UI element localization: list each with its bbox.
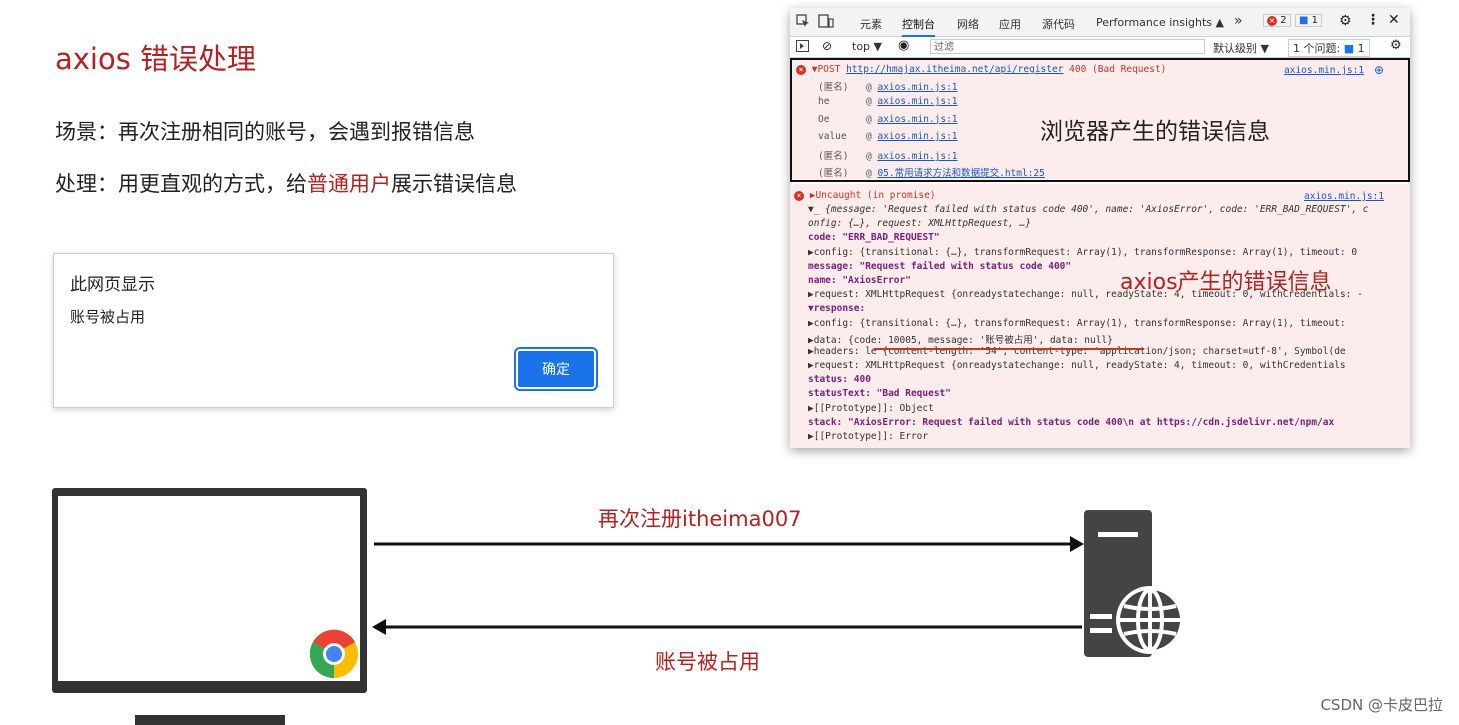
clear-console-icon[interactable]: ⊘: [822, 39, 833, 53]
tab-performance-insights[interactable]: Performance insights ▲: [1096, 16, 1224, 29]
tab-elements[interactable]: 元素: [860, 18, 882, 31]
kebab-menu-icon[interactable]: ⋮: [1366, 12, 1380, 28]
alert-message: 账号被占用: [70, 308, 146, 326]
object-line: stack: "AxiosError: Request failed with …: [808, 416, 1335, 428]
stack-frame: (匿名)@ 05.常用请求方法和数据提交.html:25: [818, 168, 1045, 180]
stack-frame: he@ axios.min.js:1: [818, 96, 958, 108]
alert-dialog: 此网页显示 账号被占用 确定: [53, 253, 614, 408]
object-line: message: "Request failed with status cod…: [808, 260, 1072, 272]
object-line[interactable]: ▶config: {transitional: {…}, transformRe…: [808, 246, 1358, 258]
stack-frame: Oe@ axios.min.js:1: [818, 113, 958, 125]
object-line[interactable]: ▶request: XMLHttpRequest {onreadystatech…: [808, 360, 1346, 372]
arrows: [372, 536, 1084, 635]
filter-input[interactable]: 过滤: [930, 39, 1205, 54]
request-label: 再次注册itheima007: [598, 507, 802, 531]
handle-text-a: 用更直观的方式，给: [118, 172, 307, 196]
globe-icon: [1090, 580, 1190, 659]
response-arrowhead: [372, 619, 386, 635]
object-line[interactable]: ▶[[Prototype]]: Object: [808, 402, 934, 414]
uncaught-head[interactable]: ▶Uncaught (in promise): [809, 190, 936, 201]
browser-error-annotation: 浏览器产生的错误信息: [1040, 119, 1270, 145]
object-line: onfig: {…}, request: XMLHttpRequest, …}: [808, 218, 1032, 230]
issue-icon: ■: [1343, 42, 1355, 55]
error-icon: ×: [1267, 16, 1277, 26]
error-count-badge[interactable]: × 2: [1263, 14, 1291, 27]
object-line: statusText: "Bad Request": [808, 388, 951, 400]
log-level-dropdown[interactable]: 默认级别 ▼: [1213, 42, 1269, 55]
device-toggle-icon[interactable]: [818, 14, 834, 31]
data-underline: [874, 348, 1144, 350]
tab-sources[interactable]: 源代码: [1042, 18, 1075, 31]
issues-button[interactable]: 1 个问题: ■ 1: [1288, 39, 1370, 57]
chrome-logo-icon: [308, 628, 360, 680]
handle-prefix: 处理：: [55, 172, 118, 196]
stack-frame: value@ axios.min.js:1: [818, 130, 958, 142]
tab-network[interactable]: 网络: [957, 18, 979, 31]
network-error-entry: × ▼POST http://hmajax.itheima.net/api/re…: [790, 58, 1410, 182]
network-globe-icon[interactable]: ⊕: [1374, 63, 1385, 77]
object-line[interactable]: ▶[[Prototype]]: Error: [808, 431, 929, 442]
settings-gear-icon[interactable]: ⚙: [1339, 13, 1352, 29]
error2-source-link[interactable]: axios.min.js:1: [1304, 191, 1385, 202]
page-title: axios 错误处理: [55, 42, 257, 76]
message-icon: ■: [1299, 15, 1309, 26]
inspect-icon[interactable]: [796, 14, 810, 31]
alert-title: 此网页显示: [70, 275, 155, 295]
error-status: 400 (Bad Request): [1069, 64, 1167, 75]
message-count-badge[interactable]: ■ 1: [1295, 14, 1323, 27]
stack-frame: (匿名)@ axios.min.js:1: [818, 151, 958, 163]
error-url[interactable]: http://hmajax.itheima.net/api/register: [846, 64, 1064, 75]
response-label: 账号被占用: [655, 650, 760, 674]
console-toolbar: ⊘ top ▼ ◉ 过滤 默认级别 ▼ 1 个问题: ■ 1 ⚙: [790, 37, 1410, 58]
stack-frame: (匿名)@ axios.min.js:1: [818, 82, 958, 93]
eye-icon[interactable]: ◉: [898, 38, 910, 53]
console-settings-icon[interactable]: ⚙: [1390, 38, 1402, 53]
error-source-link[interactable]: axios.min.js:1: [1284, 65, 1365, 76]
handle-highlight: 普通用户: [307, 172, 391, 196]
stack-trace: (匿名)@ axios.min.js:1 he@ axios.min.js:1 …: [818, 79, 1045, 183]
error-icon: ×: [796, 65, 806, 75]
tab-application[interactable]: 应用: [999, 18, 1021, 31]
footer-credit: CSDN @卡皮巴拉: [1320, 696, 1443, 714]
object-line: code: "ERR_BAD_REQUEST": [808, 232, 940, 244]
ok-button[interactable]: 确定: [514, 347, 598, 391]
scene-text: 再次注册相同的账号，会遇到报错信息: [118, 120, 475, 144]
tab-console[interactable]: 控制台: [902, 16, 935, 37]
more-tabs-button[interactable]: »: [1234, 13, 1243, 29]
close-icon[interactable]: ✕: [1388, 12, 1400, 28]
sidebar-toggle-icon[interactable]: [796, 40, 809, 55]
axios-error-object: ▼_ {message: 'Request failed with status…: [808, 204, 1369, 445]
monitor: [52, 488, 367, 693]
object-line[interactable]: ▶config: {transitional: {…}, transformRe…: [808, 317, 1346, 329]
scene-prefix: 场景：: [55, 120, 118, 144]
devtools-panel: 元素 控制台 网络 应用 源代码 Performance insights ▲ …: [790, 8, 1410, 448]
object-line[interactable]: ▶headers: le {content-length: '54', cont…: [808, 345, 1346, 357]
object-line: name: "AxiosError": [808, 274, 911, 286]
handle-line: 处理：用更直观的方式，给普通用户展示错误信息: [55, 168, 517, 198]
request-arrowhead: [1070, 536, 1084, 552]
server-slot: [1098, 532, 1138, 537]
object-line[interactable]: ▶request: XMLHttpRequest {onreadystatech…: [808, 289, 1363, 301]
data-line[interactable]: ▶data: {code: 10005, message: '账号被占用', d…: [808, 334, 1113, 346]
axios-error-annotation: axios产生的错误信息: [1120, 270, 1332, 295]
axios-error-entry: × ▶Uncaught (in promise) axios.min.js:1 …: [790, 184, 1410, 448]
error-method[interactable]: ▼POST: [811, 64, 841, 75]
error-icon: ×: [794, 191, 804, 201]
handle-text-b: 展示错误信息: [391, 172, 517, 196]
context-selector[interactable]: top ▼: [852, 40, 882, 53]
object-line: status: 400: [808, 374, 871, 386]
object-line[interactable]: ▼response:: [808, 303, 866, 315]
scene-line: 场景：再次注册相同的账号，会遇到报错信息: [55, 116, 475, 146]
devtools-tabbar: 元素 控制台 网络 应用 源代码 Performance insights ▲ …: [790, 8, 1410, 37]
object-line[interactable]: ▼_ {message: 'Request failed with status…: [808, 204, 1369, 215]
monitor-stand: [135, 715, 285, 725]
